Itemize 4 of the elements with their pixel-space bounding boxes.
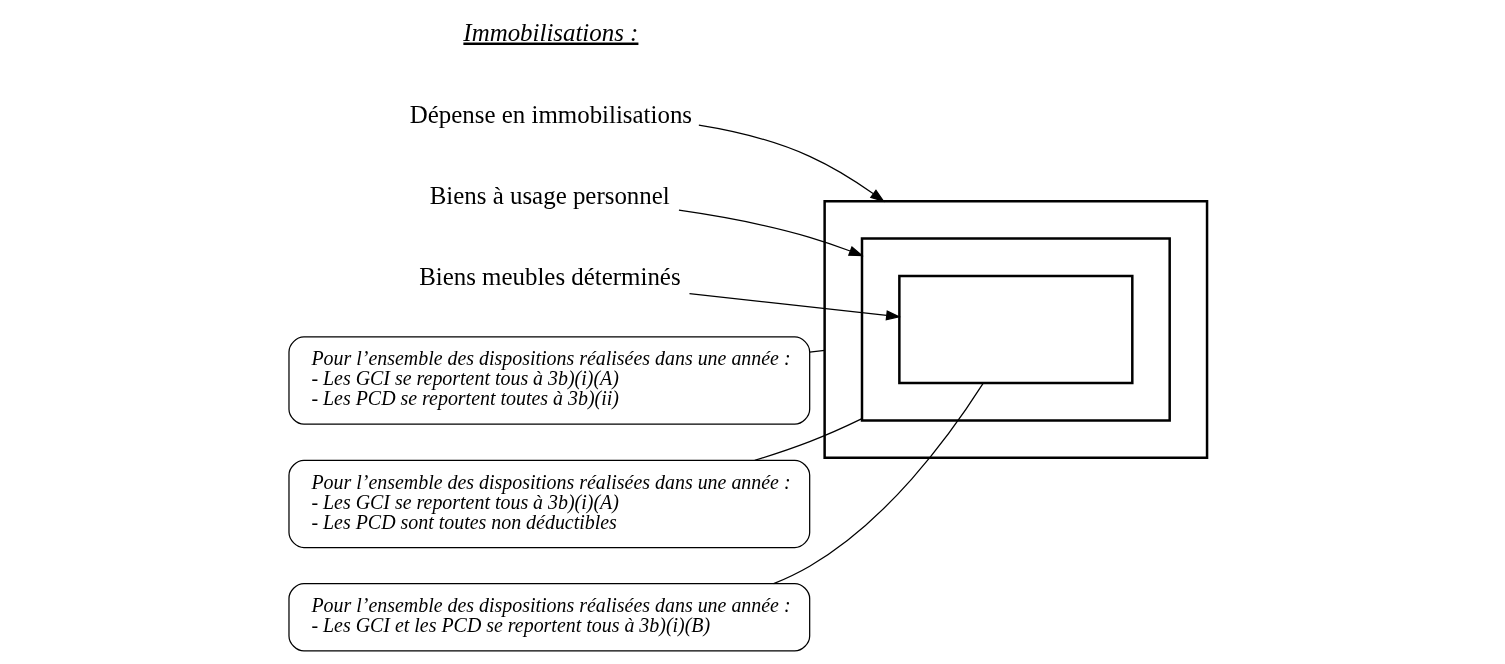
node-text: Dépense en immobilisations: [409, 100, 692, 128]
label: Immobilisations :: [462, 18, 638, 46]
node-text: Biens à usage personnel: [429, 181, 670, 209]
node-text: Biens meubles déterminés: [418, 262, 681, 290]
